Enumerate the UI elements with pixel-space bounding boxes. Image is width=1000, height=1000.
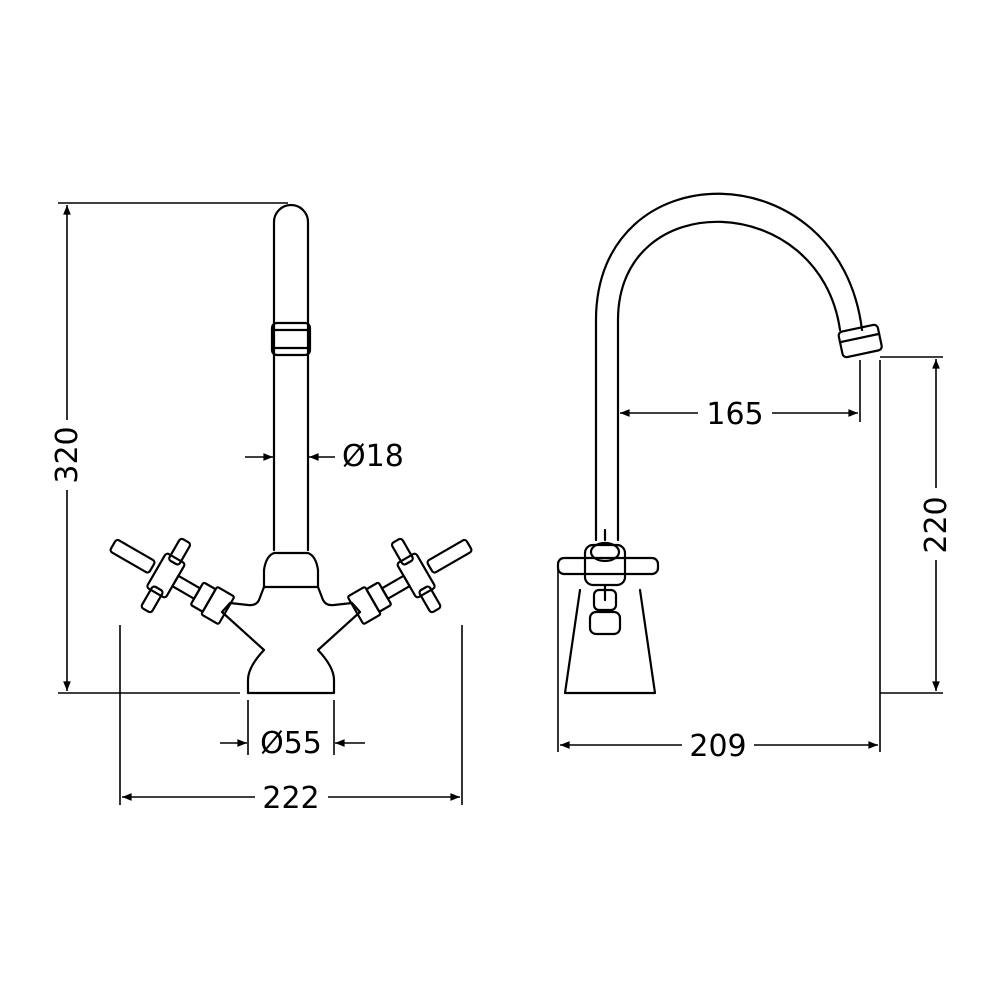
dimension-spout-reach: 165 [620, 360, 861, 432]
dimension-overall-depth: 209 [557, 360, 881, 764]
dimension-165-label: 165 [706, 397, 763, 432]
dimension-320-label: 320 [50, 426, 85, 483]
dimension-d55-label: Ø55 [260, 726, 322, 761]
front-spout-ring [270, 321, 312, 357]
dimension-d18-label: Ø18 [342, 439, 404, 474]
front-spout-tube [272, 203, 310, 552]
right-cross-handle [347, 537, 473, 625]
dimension-220-label: 220 [919, 496, 954, 553]
side-spout-nozzle [837, 323, 883, 359]
side-body [563, 588, 657, 695]
dimension-overall-height: 320 [50, 202, 288, 694]
dimension-209-label: 209 [689, 729, 746, 764]
front-body [220, 551, 362, 695]
dimension-outlet-height: 220 [880, 356, 954, 694]
side-cross-handle [556, 541, 660, 636]
left-cross-handle [109, 537, 235, 625]
side-spout [594, 192, 864, 542]
dimension-spout-diameter: Ø18 [245, 439, 404, 474]
dimension-overall-width: 222 [119, 625, 463, 816]
dimension-222-label: 222 [262, 781, 319, 816]
side-view-tap [556, 192, 883, 695]
front-view-tap [109, 203, 473, 695]
dimension-base-diameter: Ø55 [220, 700, 365, 761]
